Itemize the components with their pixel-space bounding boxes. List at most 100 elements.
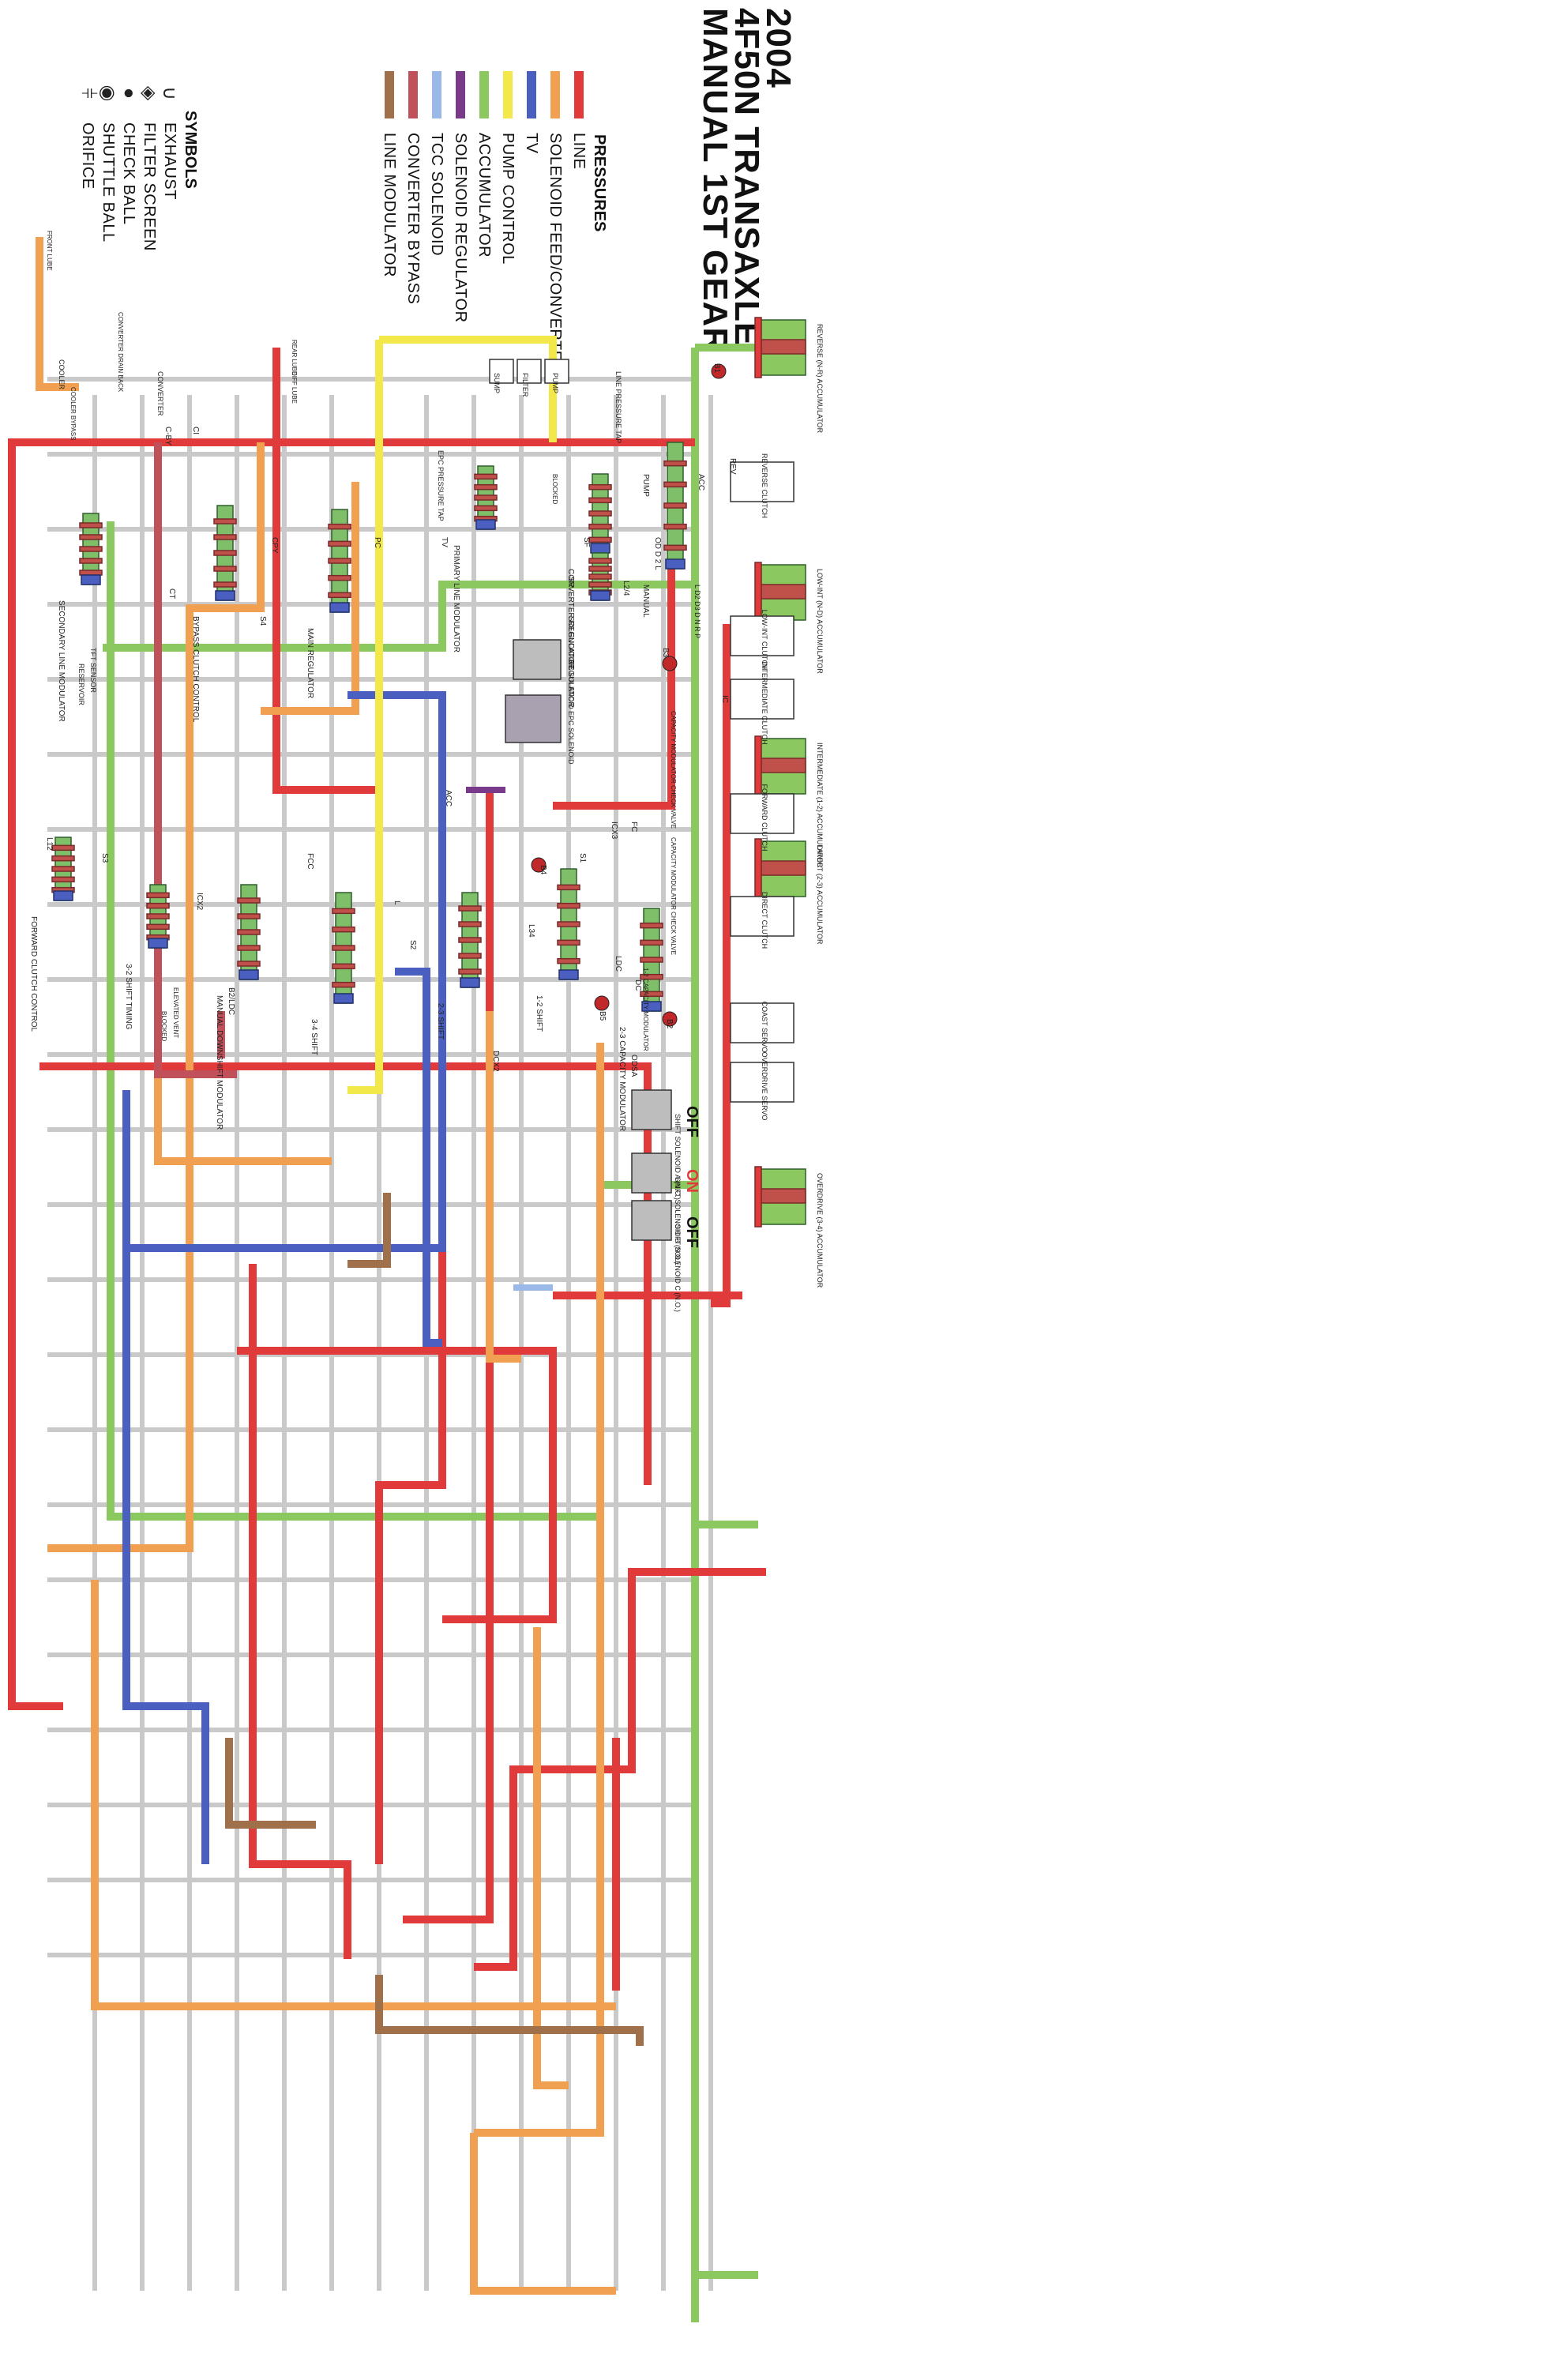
passage-label: DC — [633, 979, 642, 991]
passage-line — [711, 624, 731, 1307]
valve-land — [588, 573, 612, 580]
line-pressure-tap-label: LINE PRESSURE TAP — [614, 371, 622, 443]
passage-label: FCC — [306, 853, 314, 870]
diff-lube-label: DIFF LUBE — [291, 371, 298, 404]
valve-spring — [81, 574, 101, 585]
valve-land — [237, 913, 261, 919]
converter-drain-back-label: CONVERTER DRAIN BACK — [117, 312, 124, 393]
valve-land — [663, 523, 687, 530]
passage-line — [225, 1738, 316, 1829]
valve-land — [328, 558, 351, 564]
valve-land — [328, 574, 351, 581]
epc-solenoid — [505, 694, 562, 743]
line-modulator-passage — [375, 1975, 644, 2046]
passage-line — [272, 348, 379, 794]
passage-label: PUMP — [641, 474, 650, 497]
clutch-label: FORWARD CLUTCH — [761, 784, 768, 852]
valve-land — [213, 550, 237, 556]
overdrive-servo — [730, 1062, 795, 1103]
converter-bypass-passage — [154, 442, 237, 1078]
passage-label: L34 — [527, 924, 535, 938]
low-int-clutch — [730, 615, 795, 656]
passage-label: ICX2 — [195, 893, 204, 911]
valve-land — [588, 483, 612, 491]
valve-spring — [558, 969, 579, 980]
clutch-label: DIRECT CLUTCH — [761, 892, 768, 949]
valve-land — [213, 518, 237, 525]
passage-line — [486, 1011, 521, 1363]
valve-land — [51, 866, 75, 872]
passage-label: B2/LDC — [227, 987, 235, 1015]
passage-line — [379, 336, 557, 442]
valve-land — [588, 558, 612, 564]
valve-label: 1-2 SHIFT — [535, 995, 543, 1032]
forward-clutch — [730, 793, 795, 834]
tft-sensor-label: TFT SENSOR — [89, 648, 97, 693]
valve-land — [458, 968, 482, 975]
passage-label: B5 — [598, 1011, 607, 1021]
shift-solenoid-state: ON — [683, 1169, 701, 1193]
valve-land — [557, 902, 580, 909]
valve-label: MANUAL DOWNSHIFT MODULATOR — [215, 995, 224, 1130]
valve-land — [588, 566, 612, 572]
valve-label: SOLENOID REGULATOR — [566, 616, 575, 708]
valve-land — [79, 558, 103, 564]
passage-label: FC — [629, 822, 638, 832]
valve-label: FORWARD CLUTCH CONTROL — [29, 916, 38, 1032]
valve-land — [458, 953, 482, 959]
cooler-label: COOLER — [58, 359, 66, 390]
accumulator-piston — [757, 339, 806, 355]
valve-spring — [590, 590, 610, 601]
tcc-solenoid — [513, 639, 562, 680]
valve-label: 3-2 SHIFT TIMING — [124, 964, 133, 1030]
valve-land — [588, 536, 612, 543]
passage-label: LDC — [614, 956, 622, 972]
passage-label: B1 — [712, 363, 721, 374]
valve-land — [146, 923, 170, 931]
passage-line — [249, 1264, 351, 1959]
valve-land — [557, 939, 580, 946]
passage-label: PC — [373, 537, 381, 548]
valve-spring — [590, 543, 610, 554]
valve-land — [663, 481, 687, 488]
shift-solenoid-state: OFF — [683, 1106, 701, 1137]
valve-land — [332, 908, 355, 915]
valve-land — [640, 957, 663, 963]
passage-label: B2 — [665, 1019, 674, 1029]
blocked-label: BLOCKED — [551, 474, 558, 504]
filter-label: FILTER — [521, 373, 529, 397]
epc-solenoid-label: EPC SOLENOID — [567, 711, 575, 765]
valve-land — [213, 566, 237, 572]
valve-label: 2-3 CAPACITY MODULATOR — [618, 1027, 626, 1131]
valve-land — [557, 957, 580, 964]
passage-line — [47, 442, 265, 1552]
valve-land — [146, 892, 170, 899]
valve-spring — [53, 890, 73, 901]
accumulator-label: OVERDRIVE (3-4) ACCUMULATOR — [816, 1173, 824, 1288]
front-lube-label: FRONT LUBE — [46, 231, 53, 271]
valve-label: 2-3 SHIFT — [436, 1003, 445, 1040]
valve-spring — [215, 590, 235, 601]
passage-line — [237, 1347, 557, 1623]
valve-land — [237, 897, 261, 904]
passage-label: S4 — [258, 616, 267, 626]
valve-land — [332, 945, 355, 951]
passage-line — [470, 2133, 616, 2295]
passage-line — [474, 1568, 766, 1971]
passage-label: L2/4 — [622, 581, 630, 596]
sump-box — [489, 359, 514, 384]
shift-solenoid-state: OFF — [683, 1216, 701, 1248]
shift-solenoid-label: SHIFT SOLENOID C (N.O.) — [674, 1224, 682, 1312]
solenoid-feed-passage — [36, 237, 79, 391]
valve-land — [79, 522, 103, 528]
shift-solenoid — [631, 1200, 672, 1241]
valve-land — [328, 540, 351, 547]
accumulator-label: INTERMEDIATE (1-2) ACCUMULATOR — [816, 743, 824, 868]
valve-land — [474, 483, 498, 491]
valve-land — [588, 523, 612, 530]
valve-land — [458, 937, 482, 943]
valve-spring — [641, 1001, 662, 1012]
passage-line — [474, 1043, 604, 2137]
